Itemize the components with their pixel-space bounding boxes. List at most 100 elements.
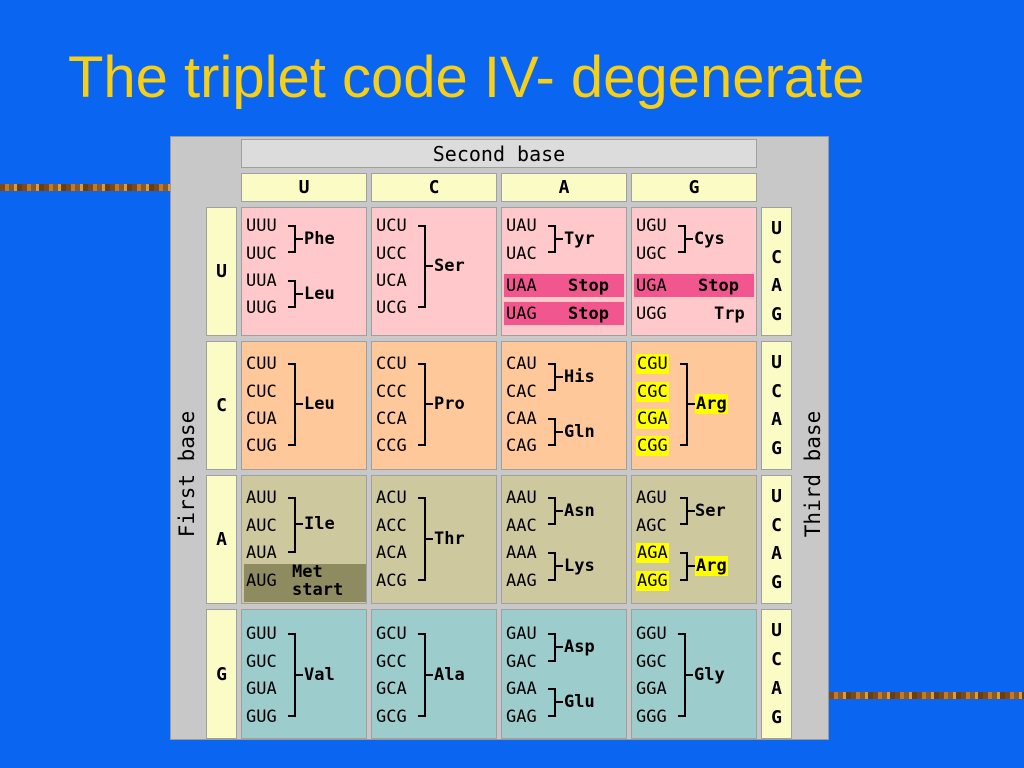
highlighted-codon: CGU xyxy=(636,354,669,374)
amino-acid-label: Ser xyxy=(434,256,465,276)
codon: UGA xyxy=(636,276,667,296)
codon: GUC xyxy=(246,652,277,672)
codon: GGG xyxy=(636,707,667,727)
bracket xyxy=(548,363,556,391)
codon: AGU xyxy=(636,488,667,508)
codon: CCC xyxy=(376,382,407,402)
bracket-tick xyxy=(296,403,303,405)
codon: CAA xyxy=(506,409,537,429)
decorative-line-left xyxy=(0,184,170,191)
codon: UUU xyxy=(246,216,277,236)
bracket xyxy=(548,552,556,581)
amino-acid-label: Leu xyxy=(304,284,335,304)
bracket-tick xyxy=(556,701,563,703)
stop-label: Stop xyxy=(698,276,739,296)
codon: ACC xyxy=(376,516,407,536)
amino-acid-label: Gly xyxy=(694,665,725,685)
bracket xyxy=(548,633,556,662)
codon: CUC xyxy=(246,382,277,402)
bracket xyxy=(678,225,686,253)
bracket xyxy=(288,633,296,717)
codon: AAG xyxy=(506,571,537,591)
highlighted-codon: CGG xyxy=(636,436,669,456)
bracket xyxy=(548,497,556,525)
third-letter: C xyxy=(771,246,782,268)
third-letter: A xyxy=(771,678,782,699)
start-label: start xyxy=(292,580,344,600)
cell-uu: UUU UUC UUA UUG Phe Leu xyxy=(241,207,367,336)
codon: CGA xyxy=(636,409,669,429)
codon: UCC xyxy=(376,244,407,264)
cell-gu: GUU GUC GUA GUG Val xyxy=(241,609,367,739)
bracket xyxy=(418,225,426,308)
codon: UCU xyxy=(376,216,407,236)
bracket-tick xyxy=(556,646,563,648)
third-letter: U xyxy=(771,620,782,641)
bracket xyxy=(548,418,556,446)
second-base-header: Second base xyxy=(241,139,757,168)
column-header-u: U xyxy=(241,173,367,202)
amino-acid-label: Gln xyxy=(564,422,595,442)
codon: GCA xyxy=(376,679,407,699)
bracket-tick xyxy=(426,403,433,405)
codon: CGG xyxy=(636,436,669,456)
codon: AAA xyxy=(506,543,537,563)
third-letter: U xyxy=(771,351,782,373)
codon: UCA xyxy=(376,271,407,291)
codon: AUU xyxy=(246,488,277,508)
codon: UAC xyxy=(506,244,537,264)
amino-acid-label: Ser xyxy=(695,501,726,521)
amino-acid-label: Arg xyxy=(695,394,728,414)
bracket xyxy=(548,225,556,253)
bracket-tick xyxy=(296,523,303,525)
stop-label: Stop xyxy=(568,276,609,296)
bracket xyxy=(678,633,686,717)
codon: GCC xyxy=(376,652,407,672)
column-header-a: A xyxy=(501,173,627,202)
codon: CAC xyxy=(506,382,537,402)
codon: GAU xyxy=(506,624,537,644)
cell-cc: CCU CCC CCA CCG Pro xyxy=(371,341,497,470)
codon: UUA xyxy=(246,271,277,291)
decorative-line-right xyxy=(829,692,1024,699)
codon: CCA xyxy=(376,409,407,429)
row-header-g: G xyxy=(206,609,237,739)
codon: AUC xyxy=(246,516,277,536)
cell-ac: ACU ACC ACA ACG Thr xyxy=(371,475,497,604)
bracket-tick xyxy=(426,538,433,540)
third-letter: C xyxy=(771,649,782,670)
codon: AGA xyxy=(636,543,669,563)
amino-acid-label: Thr xyxy=(434,529,465,549)
bracket xyxy=(288,363,296,446)
cell-gg: GGU GGC GGA GGG Gly xyxy=(631,609,757,739)
codon: AUA xyxy=(246,543,277,563)
highlighted-amino-acid: Arg xyxy=(695,556,728,576)
highlighted-codon: CGA xyxy=(636,409,669,429)
bracket-tick xyxy=(686,674,693,676)
amino-acid-label: Val xyxy=(304,665,335,685)
bracket-tick xyxy=(556,510,563,512)
stop-codon-row xyxy=(634,274,754,297)
codon: GUU xyxy=(246,624,277,644)
amino-acid-label: Pro xyxy=(434,394,465,414)
bracket xyxy=(418,633,426,717)
codon: UAU xyxy=(506,216,537,236)
bracket-tick xyxy=(296,238,303,240)
bracket-tick xyxy=(688,565,695,567)
bracket-tick xyxy=(556,431,563,433)
bracket xyxy=(288,497,296,553)
bracket-tick xyxy=(686,238,693,240)
codon: CCG xyxy=(376,436,407,456)
amino-acid-label: Trp xyxy=(714,304,745,324)
third-letter: G xyxy=(771,572,782,594)
codon: GGU xyxy=(636,624,667,644)
amino-acid-label: Asn xyxy=(564,501,595,521)
highlighted-codon: AGG xyxy=(636,571,669,591)
third-letter: A xyxy=(771,543,782,565)
third-letter: U xyxy=(771,217,782,239)
amino-acid-label: Leu xyxy=(304,394,335,414)
bracket-tick xyxy=(296,674,303,676)
third-letter: G xyxy=(771,304,782,326)
codon: ACA xyxy=(376,543,407,563)
